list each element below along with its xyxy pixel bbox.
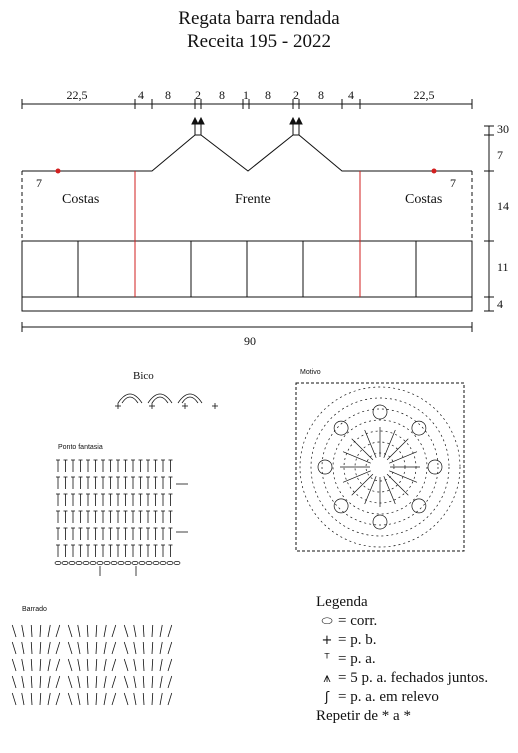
legend-item: += p. b. (316, 631, 488, 650)
corner-label-left: 7 (36, 176, 42, 190)
motivo-chart (295, 382, 465, 552)
legend-item: ⬭= corr. (316, 612, 488, 631)
corner-label-right: 7 (450, 176, 456, 190)
side-measure-label: 4 (497, 297, 503, 311)
top-measure-label: 1 (243, 88, 249, 102)
chain-icon: ⬭ (321, 614, 333, 629)
panel-back-right: Costas (405, 192, 443, 207)
pattern-subtitle: Receita 195 - 2022 (186, 31, 332, 52)
panel-back-left: Costas (62, 192, 100, 207)
double-crochet-icon: ᵀ (324, 652, 330, 667)
legend-item: ᵀ= p. a. (316, 650, 488, 669)
side-measure-label: 14 (497, 199, 509, 213)
legend-repeat: Repetir de * a * (316, 708, 411, 724)
top-measure-label: 22,5 (414, 88, 435, 102)
panel-front: Frente (235, 192, 271, 207)
legend-item: ⩚= 5 p. a. fechados juntos. (316, 669, 488, 688)
bico-label: Bico (133, 370, 154, 382)
top-measure-label: 2 (293, 88, 299, 102)
motivo-label: Motivo (300, 369, 321, 376)
top-measure-label: 4 (138, 88, 144, 102)
legend-item: ʃ= p. a. em relevo (316, 688, 488, 707)
top-measure-label: 4 (348, 88, 354, 102)
legend: Legenda ⬭= corr. += p. b. ᵀ= p. a. ⩚= 5 … (316, 593, 488, 726)
barrado-label: Barrado (22, 606, 47, 613)
top-measure-label: 22,5 (67, 88, 88, 102)
side-measure-label: 7 (497, 148, 503, 162)
pattern-title: Regata barra rendada (178, 8, 340, 29)
post-stitch-icon: ʃ (324, 690, 330, 705)
cluster-icon: ⩚ (323, 671, 331, 686)
ponto-fantasia-label: Ponto fantasia (58, 444, 103, 451)
single-crochet-icon: + (321, 633, 333, 648)
top-measure-label: 8 (219, 88, 225, 102)
garment-outline (22, 134, 472, 172)
bottom-dimension-label: 90 (244, 334, 256, 348)
top-measure-label: 8 (165, 88, 171, 102)
legend-title: Legenda (316, 594, 368, 610)
top-measure-label: 8 (265, 88, 271, 102)
side-measure-label: 30 (497, 122, 509, 136)
top-measure-label: 8 (318, 88, 324, 102)
side-measure-label: 11 (497, 260, 509, 274)
top-measure-label: 2 (195, 88, 201, 102)
